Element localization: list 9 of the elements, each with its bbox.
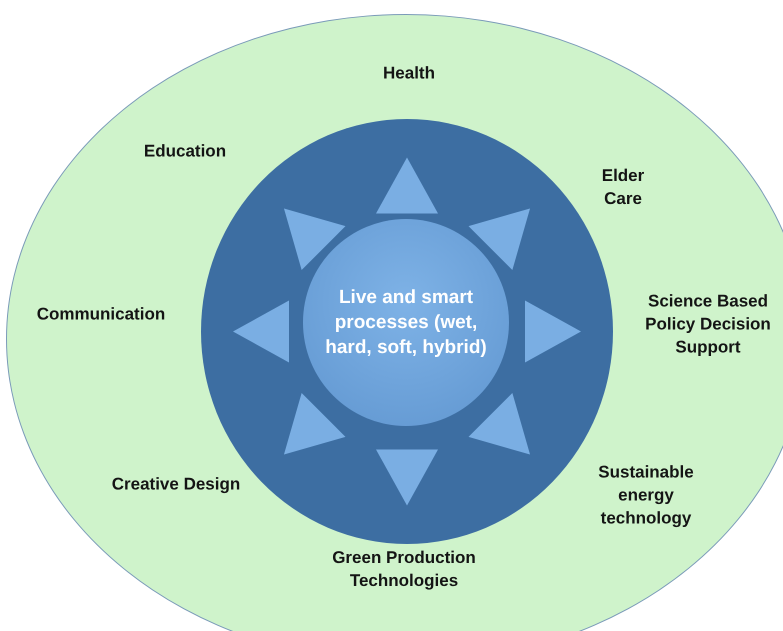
domain-label: Green Production Technologies [331,547,477,592]
center-text: Live and smart processes (wet, hard, soft, hybrid) [324,286,488,360]
domain-label: Education [142,140,228,162]
domain-label: Elder Care [600,165,646,210]
domain-label: Sustainable energy technology [597,462,695,530]
domain-label: Science Based Policy Decision Support [644,290,772,358]
domain-label: Communication [36,304,166,326]
domain-label: Health [382,62,436,84]
domain-label: Creative Design [110,474,242,496]
